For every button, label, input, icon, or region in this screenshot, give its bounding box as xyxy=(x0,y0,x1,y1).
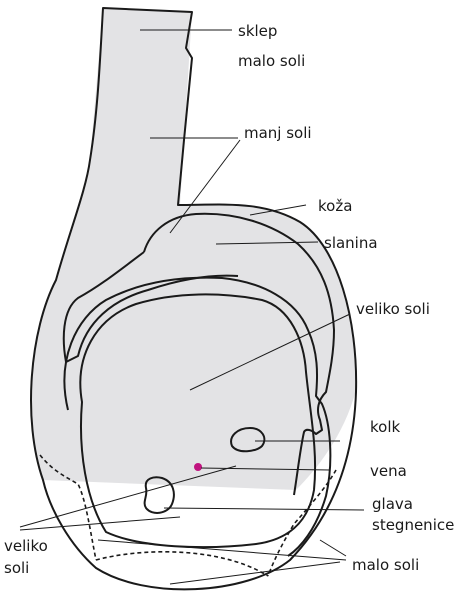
leader-malo-soli-a xyxy=(98,540,346,560)
dashed-boundary-bottom xyxy=(96,552,268,576)
label-malo-soli-bottom: malo soli xyxy=(352,556,419,574)
label-malo-soli-top: malo soli xyxy=(238,52,305,70)
label-veliko-left-line2: soli xyxy=(4,559,29,577)
label-glava-line2: stegnenice xyxy=(372,516,454,534)
label-manj-soli: manj soli xyxy=(244,124,312,142)
vein-dot xyxy=(194,463,202,471)
label-vena: vena xyxy=(370,462,407,480)
label-sklep: sklep xyxy=(238,22,277,40)
leader-glava xyxy=(164,508,364,510)
leader-malo-soli-b xyxy=(170,562,340,584)
label-koza: koža xyxy=(318,197,352,215)
label-glava-line1: glava xyxy=(372,495,413,513)
label-slanina: slanina xyxy=(324,234,378,252)
label-veliko-soli-right: veliko soli xyxy=(356,300,430,318)
leader-malo-soli-c xyxy=(320,540,346,556)
shaded-outer-region xyxy=(31,8,356,490)
label-kolk: kolk xyxy=(370,418,400,436)
label-veliko-left-line1: veliko xyxy=(4,537,48,555)
